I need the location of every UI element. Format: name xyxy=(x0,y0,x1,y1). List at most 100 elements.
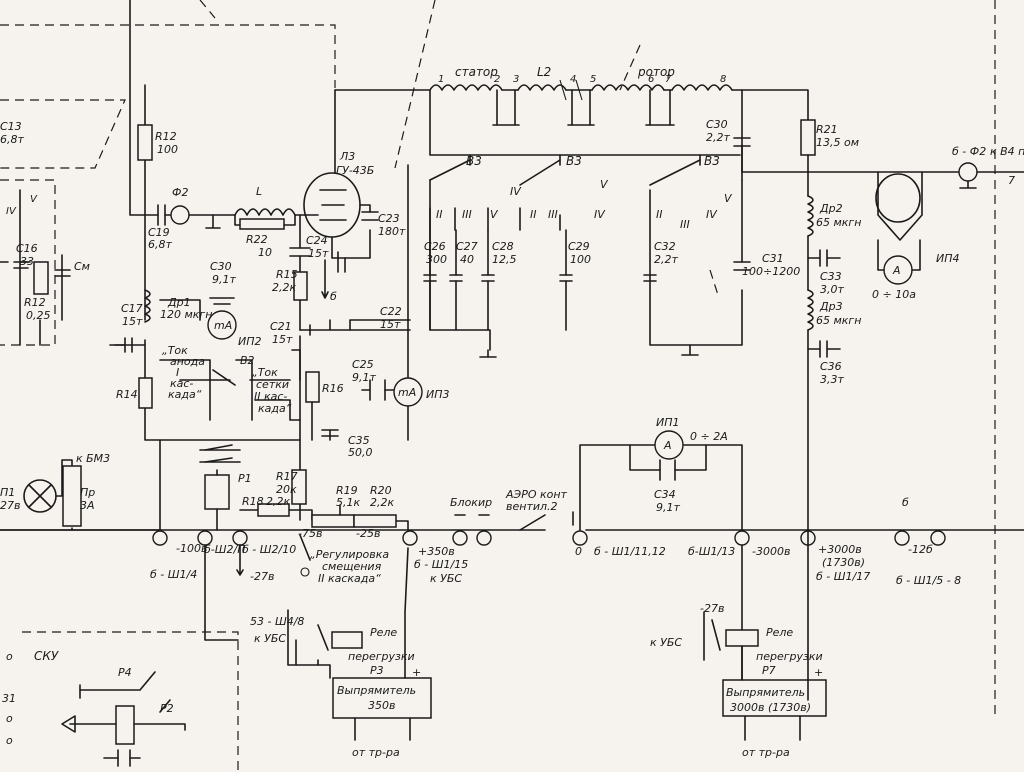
r22-value: 10 xyxy=(258,246,272,259)
relay-p3-2: перегрузки xyxy=(348,650,415,663)
rectifier-3000-value: 3000в (1730в) xyxy=(730,701,811,714)
power-bus xyxy=(0,511,1024,641)
ip4-range: 0 ÷ 10а xyxy=(872,288,916,301)
tap-2: 2 xyxy=(494,74,500,85)
c30b-value: 2,2т xyxy=(706,131,730,144)
relay-p3-1: Реле xyxy=(370,626,397,639)
r12-label: R12 xyxy=(155,130,177,143)
edge-4: о xyxy=(6,734,13,747)
relay-p7-id: P7 xyxy=(762,664,776,677)
dr1-value: 120 мкгн xyxy=(160,308,212,321)
rect3000-plus: + xyxy=(814,666,823,679)
c13-value: 6,8т xyxy=(0,133,24,146)
tok-setki-1: „Ток xyxy=(252,366,278,379)
b3-pos-5a: V xyxy=(490,208,499,221)
r16-label: R16 xyxy=(322,382,344,395)
relay-p3-id: P3 xyxy=(370,664,384,677)
blokir-label: Блокир xyxy=(450,496,492,509)
c27-label: C27 xyxy=(456,240,478,253)
tok-setki-4: када“ xyxy=(258,402,292,415)
b3-pos-4c: IV xyxy=(706,208,718,221)
r12b-label: R12 xyxy=(24,296,46,309)
ip3-label: ИП3 xyxy=(426,388,450,401)
rect350-plus: + xyxy=(412,666,421,679)
zero-v: 0 xyxy=(575,545,582,558)
b-6-label: б xyxy=(902,496,909,509)
ip1-label: ИП1 xyxy=(656,416,680,429)
dr3-value: 65 мкгн xyxy=(816,314,861,327)
b2-label: B2 xyxy=(240,354,255,367)
ip4-label: ИП4 xyxy=(936,252,960,265)
c25-value: 9,1т xyxy=(352,371,376,384)
tap-5: 5 xyxy=(590,74,596,85)
v-27-a: -27в xyxy=(250,570,274,583)
conn-sh2-10: б - Ш2/10 xyxy=(242,543,296,556)
c35-label: C35 xyxy=(348,434,370,447)
l2-label: L2 xyxy=(537,65,551,79)
ip1-left-label: П1 xyxy=(0,486,15,499)
b3-pos-3a: III xyxy=(462,208,472,221)
k-ubs-3: к УБС xyxy=(650,636,682,649)
output-seven: 7 xyxy=(1008,174,1015,187)
bias-25v: -25в xyxy=(356,527,380,540)
b3-pos-4b: IV xyxy=(594,208,606,221)
left-partial-components xyxy=(0,189,71,346)
c16-label: C16 xyxy=(16,242,38,255)
ip2-mA: mA xyxy=(214,319,232,332)
relay-p7-1: Реле xyxy=(766,626,793,639)
dr3-label: Др3 xyxy=(819,300,843,313)
c19-label: C19 xyxy=(148,226,170,239)
r17-value: 20к xyxy=(276,483,297,496)
r17-label: R17 xyxy=(276,470,298,483)
p2-label: P2 xyxy=(160,702,174,715)
k-ubs-2: к УБС xyxy=(254,632,286,645)
v-3000-minus: -3000в xyxy=(752,545,790,558)
f2-label: Ф2 xyxy=(172,186,188,199)
b3-pos-2b: II xyxy=(530,208,537,221)
c30b-label: C30 xyxy=(706,118,728,131)
r18-value: 2,2к xyxy=(266,495,290,508)
conn-sh1-17: б - Ш1/17 xyxy=(816,570,870,583)
rectifier-350-title: Выпрямитель xyxy=(337,684,416,697)
tok-anoda-2: анода xyxy=(170,355,205,368)
tok-anoda-4: кас- xyxy=(170,377,193,390)
c24-label: C24 xyxy=(306,234,328,247)
rectifier-350-value: 350в xyxy=(368,699,395,712)
tok-setki-3: II кас- xyxy=(254,390,287,403)
from-transformer-2: от тр-ра xyxy=(742,746,790,759)
c36-value: 3,3т xyxy=(820,373,844,386)
c23-value: 180т xyxy=(378,225,406,238)
tube-l3 xyxy=(303,89,379,273)
ip1-left-value: 27в xyxy=(0,499,20,512)
pr-label: Пр xyxy=(80,486,95,499)
conn-sh1-15: б - Ш1/15 xyxy=(414,558,468,571)
dr1-label: Др1 xyxy=(167,296,191,309)
b3-pos-2a: II xyxy=(436,208,443,221)
output-k84: к В4 п xyxy=(990,145,1024,158)
regul-1: „Регулировка xyxy=(310,548,389,561)
edge-2: 31 xyxy=(2,692,16,705)
anode-meter-circuit xyxy=(109,289,320,441)
dashed-enclosures xyxy=(0,0,996,772)
c16-value: 33 xyxy=(20,255,34,268)
left-roman-4: IV xyxy=(6,206,17,217)
c34-label: C34 xyxy=(654,488,676,501)
v-3000-plus: +3000в xyxy=(818,543,862,556)
c29-label: C29 xyxy=(568,240,590,253)
r12-value: 100 xyxy=(157,143,178,156)
from-transformer-1: от тр-ра xyxy=(352,746,400,759)
c17-value: 15т xyxy=(122,315,143,328)
c35-value: 50,0 xyxy=(348,446,373,459)
tap-8: 8 xyxy=(720,74,726,85)
c30a-value: 9,1т xyxy=(212,273,236,286)
c13-label: C13 xyxy=(0,120,22,133)
r21-value: 13,5 ом xyxy=(816,136,859,149)
stator-label: статор xyxy=(455,65,498,79)
r19-value: 5,1к xyxy=(336,496,360,509)
output-stage xyxy=(741,89,1024,701)
aero-1: АЭРО конт xyxy=(505,488,568,501)
b3-pos-2c: II xyxy=(656,208,663,221)
sku-block xyxy=(61,671,186,767)
r20-label: R20 xyxy=(370,484,392,497)
c22-value: 15т xyxy=(380,318,401,331)
